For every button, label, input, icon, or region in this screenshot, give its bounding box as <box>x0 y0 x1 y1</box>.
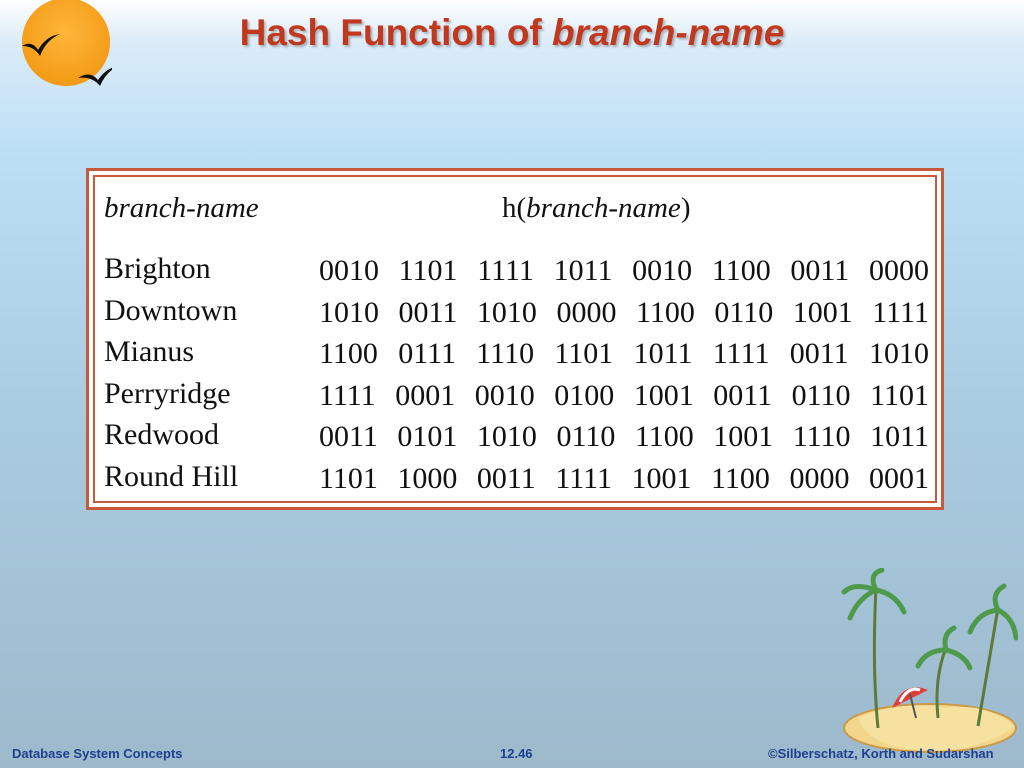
hash-bit-group: 0000 <box>789 461 850 495</box>
hash-bit-group: 1101 <box>870 378 929 412</box>
hash-bit-group: 1101 <box>319 461 378 495</box>
frame-inner-border-2 <box>94 176 936 502</box>
hash-bit-group: 1011 <box>633 337 693 370</box>
column-header-branch-name: branch-name <box>104 192 259 224</box>
hash-header-em: branch-name <box>526 192 681 224</box>
hash-bit-group: 1101 <box>398 254 458 287</box>
hash-bit-group: 0110 <box>556 420 616 453</box>
hash-bit-group: 0010 <box>319 254 379 287</box>
hash-bit-group: 0110 <box>791 378 851 412</box>
hash-bit-group: 0011 <box>713 378 773 412</box>
hash-value-cell: 1111 0001 0010 0100 1001 0011 0110 1101 <box>319 379 929 413</box>
table-frame <box>86 168 944 510</box>
hash-bit-group: 0111 <box>398 337 456 370</box>
branch-name-cell: Brighton <box>104 252 211 285</box>
hash-bit-group: 1111 <box>712 337 770 370</box>
title-emphasis: branch-name <box>552 12 785 53</box>
hash-bit-group: 1010 <box>319 295 379 329</box>
hash-bit-group: 0010 <box>632 254 693 287</box>
hash-bit-group: 0010 <box>474 378 535 412</box>
hash-bit-group: 0011 <box>790 254 850 287</box>
hash-bit-group: 1110 <box>476 337 535 370</box>
hash-bit-group: 1100 <box>711 461 770 495</box>
branch-name-cell: Mianus <box>104 335 194 368</box>
hash-bit-group: 1011 <box>553 254 613 287</box>
title-prefix: Hash Function of <box>239 12 553 53</box>
footer-course-title: Database System Concepts <box>12 746 183 761</box>
hash-bit-group: 1110 <box>792 420 851 453</box>
hash-value-cell: 0010 1101 1111 1011 0010 1100 0011 0000 <box>319 254 929 288</box>
hash-bit-group: 1100 <box>634 420 694 453</box>
slide-title: Hash Function of branch-name <box>0 12 1024 54</box>
footer-slide-number: 12.46 <box>500 746 533 761</box>
hash-bit-group: 0000 <box>868 254 929 287</box>
hash-value-cell: 1010 0011 1010 0000 1100 0110 1001 1111 <box>319 296 929 330</box>
branch-name-cell: Redwood <box>104 418 219 451</box>
hash-bit-group: 1001 <box>633 378 694 412</box>
hash-bit-group: 1101 <box>554 337 614 370</box>
branch-name-cell: Perryridge <box>104 376 231 410</box>
hash-bit-group: 1100 <box>635 295 695 329</box>
hash-value-cell: 1101 1000 0011 1111 1001 1100 0000 0001 <box>319 462 929 496</box>
branch-name-cell: Downtown <box>104 293 238 327</box>
hash-bit-group: 0101 <box>397 420 458 453</box>
hash-bit-group: 1001 <box>792 295 853 329</box>
hash-bit-group: 1010 <box>476 295 537 329</box>
hash-header-suffix: ) <box>680 192 691 224</box>
hash-bit-group: 1011 <box>870 420 929 453</box>
hash-bit-group: 1010 <box>868 337 929 370</box>
hash-bit-group: 1111 <box>319 378 376 412</box>
hash-bit-group: 0011 <box>398 295 458 329</box>
hash-bit-group: 1000 <box>397 461 458 495</box>
hash-bit-group: 1001 <box>631 461 692 495</box>
footer-copyright: ©Silberschatz, Korth and Sudarshan <box>768 746 994 761</box>
hash-bit-group: 1111 <box>872 295 929 329</box>
hash-bit-group: 0110 <box>714 295 774 329</box>
hash-bit-group: 0001 <box>395 378 456 412</box>
hash-bit-group: 1100 <box>711 254 771 287</box>
hash-bit-group: 0011 <box>789 337 849 370</box>
hash-bit-group: 1100 <box>319 337 378 370</box>
hash-bit-group: 1001 <box>713 420 774 453</box>
hash-value-cell: 0011 0101 1010 0110 1100 1001 1110 1011 <box>319 420 929 454</box>
hash-bit-group: 0100 <box>554 378 615 412</box>
hash-bit-group: 1111 <box>477 254 534 287</box>
hash-bit-group: 0000 <box>556 295 617 329</box>
hash-bit-group: 1111 <box>555 461 612 495</box>
hash-value-cell: 1100 0111 1110 1101 1011 1111 0011 1010 <box>319 337 929 371</box>
hash-header-prefix: h( <box>502 192 527 224</box>
branch-name-cell: Round Hill <box>104 459 239 493</box>
sun-with-birds-icon <box>22 0 112 86</box>
hash-bit-group: 1010 <box>476 420 537 453</box>
palm-island-umbrella-icon <box>841 568 1018 753</box>
column-header-hash: h(branch-name) <box>502 192 690 225</box>
hash-bit-group: 0011 <box>476 461 536 495</box>
hash-bit-group: 0001 <box>868 461 929 495</box>
hash-bit-group: 0011 <box>319 420 378 453</box>
